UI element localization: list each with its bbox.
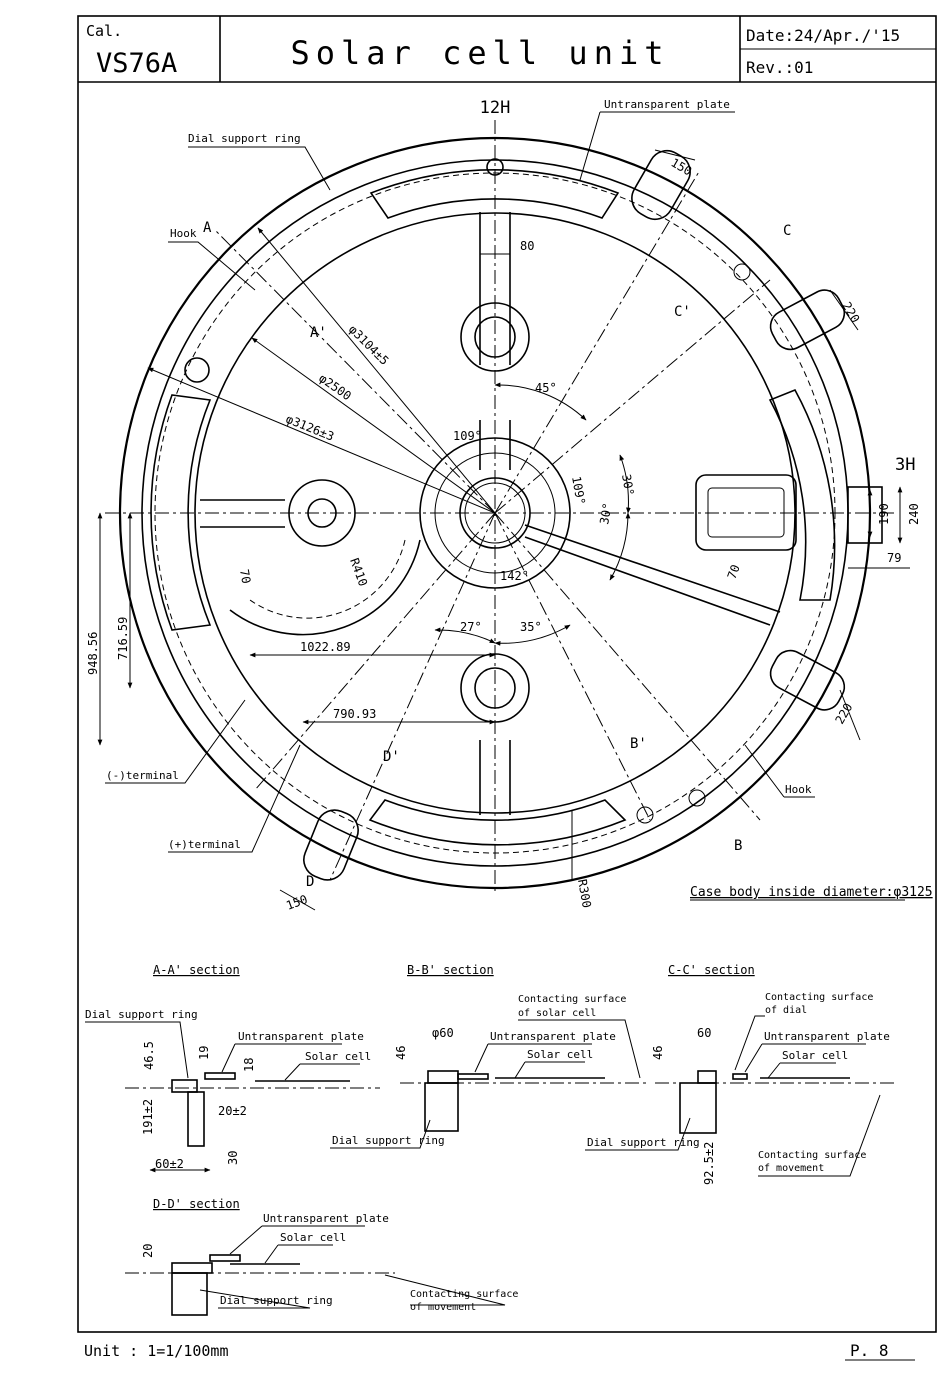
section-aa-title: A-A' section: [153, 963, 240, 977]
plan-view: 12H 3H Untransparent plate Dial support …: [86, 98, 933, 913]
3h-marker: 3H: [895, 455, 915, 475]
dd-dial-support-ring: Dial support ring: [220, 1294, 333, 1307]
bb-dim-46: 46: [394, 1046, 408, 1060]
aa-dim-20: 20±2: [218, 1104, 247, 1118]
label-untransparent-plate: Untransparent plate: [604, 98, 730, 111]
page-number: P. 8: [850, 1341, 889, 1360]
cc-untransparent-plate: Untransparent plate: [764, 1030, 890, 1043]
section-views: A-A' section Dial support ring Untranspa…: [85, 963, 895, 1316]
cc-dim-60: 60: [697, 1026, 711, 1040]
mark-B-prime: B': [630, 736, 647, 752]
dim-d3126: φ3126±3: [284, 412, 336, 444]
cc-contacting-dial: Contacting surface: [765, 992, 873, 1003]
aa-dim-30: 30: [226, 1151, 240, 1165]
mark-D: D: [306, 874, 314, 890]
angle-35: 35°: [520, 620, 542, 634]
drawing-revision: Rev.:01: [746, 58, 813, 77]
angle-30-top: 30°: [619, 473, 637, 497]
label-case-body: Case body inside diameter:φ3125: [690, 885, 933, 900]
cc-contacting-movement-2: of movement: [758, 1163, 824, 1174]
label-dial-support-ring: Dial support ring: [188, 132, 301, 145]
cc-dim-46: 46: [651, 1046, 665, 1060]
label-hook-right: Hook: [785, 783, 812, 796]
section-cc-title: C-C' section: [668, 963, 755, 977]
label-pos-terminal: (+)terminal: [168, 838, 241, 851]
dim-r410: R410: [347, 556, 370, 588]
dim-240: 240: [907, 503, 921, 525]
cc-contacting-dial-2: of dial: [765, 1005, 807, 1016]
cc-contacting-movement: Contacting surface: [758, 1150, 866, 1161]
caliber-code: VS76A: [96, 48, 177, 79]
angle-142: 142°: [500, 569, 529, 583]
mark-D-prime: D': [383, 749, 400, 765]
cal-label: Cal.: [86, 22, 122, 40]
dim-948: 948.56: [86, 632, 100, 675]
dd-dim-20: 20: [141, 1244, 155, 1258]
dim-1022: 1022.89: [300, 640, 351, 654]
label-hook-left: Hook: [170, 227, 197, 240]
bb-dim-d60: φ60: [432, 1026, 454, 1040]
aa-dim-60: 60±2: [155, 1157, 184, 1171]
section-dd-title: D-D' section: [153, 1197, 240, 1211]
dd-solar-cell: Solar cell: [280, 1231, 346, 1244]
aa-dial-support-ring: Dial support ring: [85, 1008, 198, 1021]
dim-70-right: 70: [725, 563, 743, 581]
dim-790: 790.93: [333, 707, 376, 721]
cc-dial-support-ring: Dial support ring: [587, 1136, 700, 1149]
drawing-title: Solar cell unit: [291, 34, 670, 72]
cc-dim-92-5: 92.5±2: [702, 1142, 716, 1185]
dd-untransparent-plate: Untransparent plate: [263, 1212, 389, 1225]
mark-A-prime: A': [310, 325, 327, 341]
aa-untransparent-plate: Untransparent plate: [238, 1030, 364, 1043]
unit-note: Unit : 1=1/100mm: [84, 1342, 229, 1360]
dim-79: 79: [887, 551, 901, 565]
aa-dim-19: 19: [197, 1046, 211, 1060]
mark-C-prime: C': [674, 304, 691, 320]
aa-dim-46-5: 46.5: [142, 1041, 156, 1070]
mark-C: C: [783, 223, 791, 239]
mark-A: A: [203, 220, 212, 236]
section-bb-title: B-B' section: [407, 963, 494, 977]
dim-190: 190: [877, 503, 891, 525]
bb-solar-cell: Solar cell: [527, 1048, 593, 1061]
angle-30-bottom: 30°: [597, 502, 615, 526]
dd-contacting-movement: Contacting surface: [410, 1289, 518, 1300]
bb-contacting-solar: Contacting surface: [518, 994, 626, 1005]
drawing-date: Date:24/Apr./'15: [746, 26, 900, 45]
aa-dim-18: 18: [242, 1058, 256, 1072]
angle-45: 45°: [535, 381, 557, 395]
dim-70-left: 70: [237, 568, 253, 585]
dim-r300: R300: [575, 878, 594, 909]
bb-contacting-solar-2: of solar cell: [518, 1008, 596, 1019]
bb-dial-support-ring: Dial support ring: [332, 1134, 445, 1147]
aa-solar-cell: Solar cell: [305, 1050, 371, 1063]
12h-marker: 12H: [480, 98, 511, 118]
dim-80: 80: [520, 239, 534, 253]
angle-109-left: 109°: [453, 429, 482, 443]
mark-B: B: [734, 838, 742, 854]
aa-dim-191: 191±2: [141, 1099, 155, 1135]
dd-contacting-movement-2: of movement: [410, 1302, 476, 1313]
footer: Unit : 1=1/100mm P. 8: [84, 1341, 915, 1361]
title-block: Cal. VS76A Solar cell unit Date:24/Apr./…: [77, 15, 937, 1333]
bb-untransparent-plate: Untransparent plate: [490, 1030, 616, 1043]
dim-716: 716.59: [116, 617, 130, 660]
label-neg-terminal: (-)terminal: [106, 769, 179, 782]
dim-150-bottom: 150: [284, 892, 309, 913]
cc-solar-cell: Solar cell: [782, 1049, 848, 1062]
angle-27: 27°: [460, 620, 482, 634]
angle-109-right: 109°: [569, 475, 588, 506]
